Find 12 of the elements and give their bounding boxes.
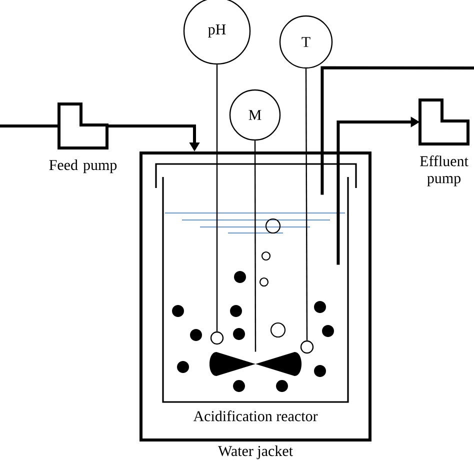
pipe: [320, 66, 474, 195]
probe-tip: [210, 331, 224, 345]
probe-line: [216, 64, 218, 332]
probe-line: [254, 140, 256, 352]
probe-line: [305, 68, 308, 340]
pipe: [0, 124, 59, 128]
probe-tip: [300, 340, 314, 354]
reactor-label: Acidification reactor: [193, 410, 318, 422]
pump-label: Feed pump: [49, 160, 117, 174]
pump-label: Effluent pump: [420, 156, 468, 186]
impeller: [209, 352, 302, 376]
jacket-label: Water jacket: [218, 446, 293, 460]
